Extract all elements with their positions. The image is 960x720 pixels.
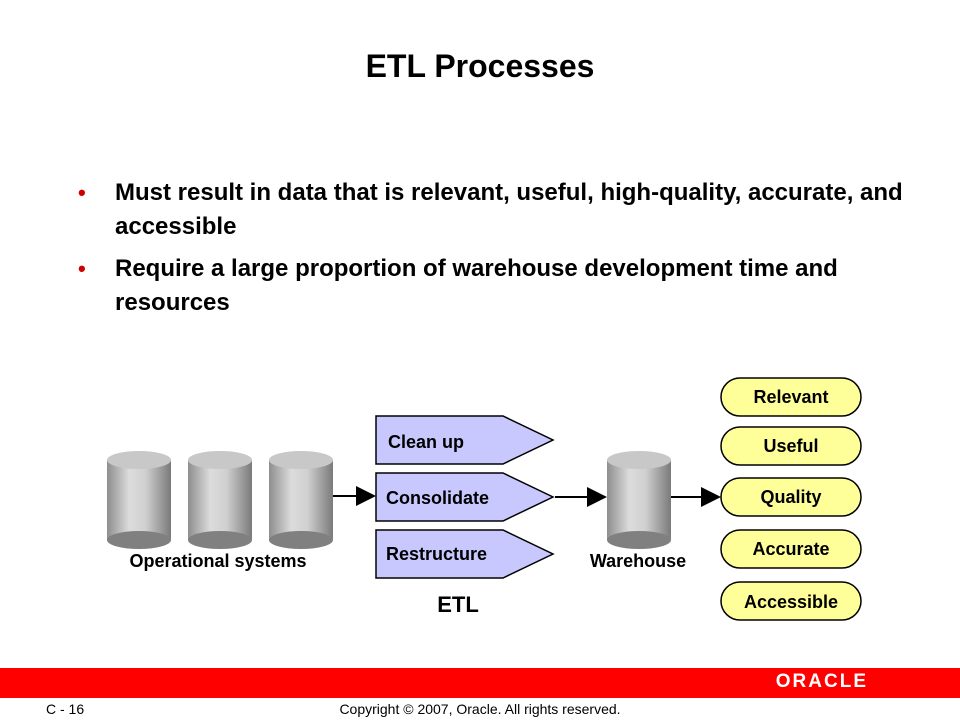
etl-label: ETL (437, 592, 479, 617)
quality-oval-quality: Quality (720, 477, 862, 517)
quality-oval-accessible: Accessible (720, 581, 862, 621)
oracle-logo: ORACLE (775, 671, 868, 692)
quality-oval-useful: Useful (720, 426, 862, 466)
quality-label: Useful (763, 436, 818, 456)
copyright-text: Copyright © 2007, Oracle. All rights res… (339, 701, 621, 717)
page-number: C - 16 (46, 701, 85, 717)
bullet-item: • Must result in data that is relevant, … (78, 176, 918, 244)
slide-title: ETL Processes (365, 48, 595, 84)
quality-label: Accessible (744, 592, 838, 612)
bullet-dot-icon: • (78, 180, 86, 205)
footer-bar (0, 668, 960, 698)
etl-diagram: Operational systems Clean up Consolidate… (107, 377, 862, 621)
quality-label: Relevant (753, 387, 828, 407)
bullet-dot-icon: • (78, 256, 86, 281)
etl-step-label: Clean up (388, 432, 464, 452)
operational-db-cylinder (188, 451, 252, 549)
quality-oval-relevant: Relevant (720, 377, 862, 417)
bullet-text: Require a large proportion of warehouse … (115, 255, 838, 316)
operational-db-cylinder (107, 451, 171, 549)
operational-db-cylinder (269, 451, 333, 549)
warehouse-db-cylinder (607, 451, 671, 549)
etl-step-consolidate: Consolidate (375, 472, 555, 522)
quality-oval-accurate: Accurate (720, 529, 862, 569)
etl-step-label: Restructure (386, 544, 487, 564)
etl-step-clean-up: Clean up (375, 415, 555, 465)
etl-step-restructure: Restructure (375, 529, 555, 579)
etl-step-label: Consolidate (386, 488, 489, 508)
quality-label: Accurate (752, 539, 829, 559)
quality-label: Quality (760, 487, 821, 507)
operational-systems-label: Operational systems (129, 551, 306, 571)
warehouse-label: Warehouse (590, 551, 686, 571)
bullet-text: Must result in data that is relevant, us… (115, 179, 903, 240)
bullet-list: • Must result in data that is relevant, … (78, 176, 918, 328)
bullet-item: • Require a large proportion of warehous… (78, 252, 918, 320)
